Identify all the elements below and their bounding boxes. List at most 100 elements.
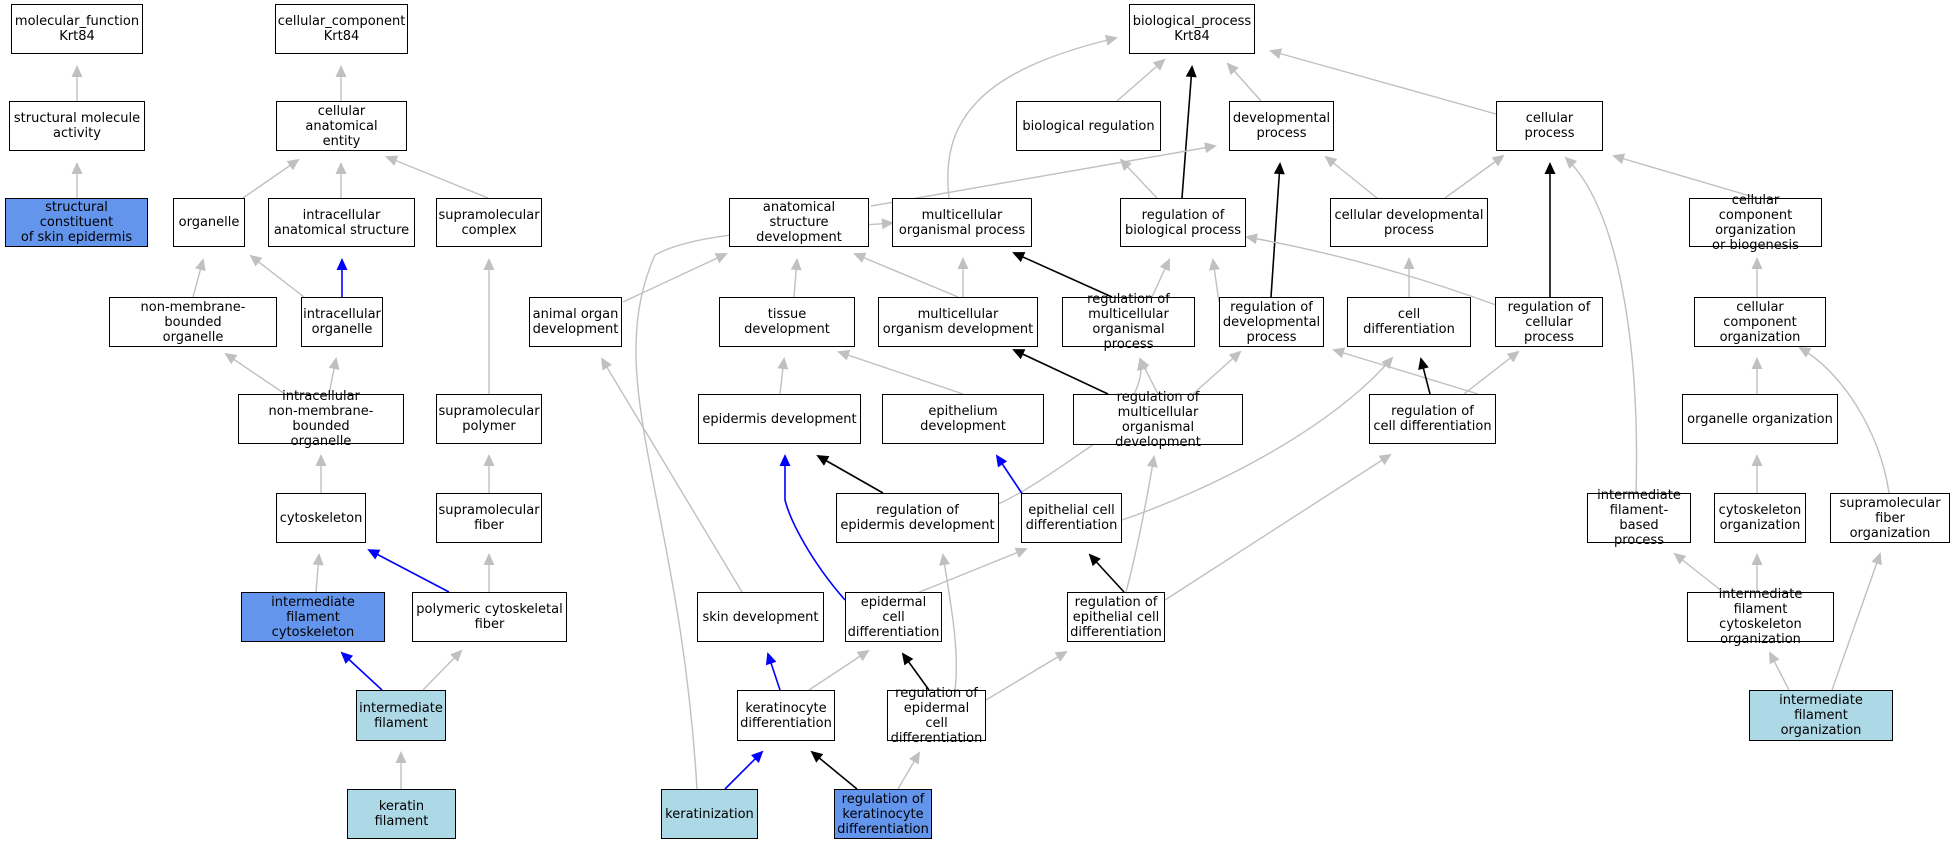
edge-7 bbox=[250, 255, 305, 298]
node-structural-molecule-activity: structural molecule activity bbox=[9, 101, 145, 151]
node-reg-developmental-process: regulation of developmental process bbox=[1219, 297, 1324, 347]
edge-54 bbox=[817, 455, 884, 494]
edge-arrowhead-35 bbox=[853, 252, 867, 263]
edge-24 bbox=[947, 37, 1117, 199]
edge-64 bbox=[899, 548, 1027, 601]
edge-arrowhead-3 bbox=[286, 158, 300, 171]
edge-arrowhead-72 bbox=[1054, 650, 1068, 662]
node-animal-organ-development: animal organ development bbox=[529, 297, 622, 347]
edge-15 bbox=[368, 549, 450, 593]
edge-59 bbox=[1674, 553, 1724, 593]
edge-53 bbox=[1565, 157, 1638, 494]
edge-arrowhead-41 bbox=[1245, 233, 1258, 245]
node-epidermis-development: epidermis development bbox=[698, 394, 861, 444]
edge-arrowhead-43 bbox=[1798, 347, 1812, 358]
edge-arrowhead-52 bbox=[1751, 454, 1763, 466]
edge-arrowhead-45 bbox=[837, 349, 851, 361]
node-reg-epidermis-development: regulation of epidermis development bbox=[836, 493, 999, 543]
edge-71 bbox=[942, 554, 958, 691]
edge-arrowhead-67 bbox=[1378, 453, 1392, 466]
edge-arrowhead-50 bbox=[1418, 357, 1429, 371]
edge-arrowhead-63 bbox=[779, 454, 791, 466]
edge-arrowhead-26 bbox=[1204, 142, 1217, 154]
edge-57 bbox=[1121, 357, 1393, 521]
edge-arrowhead-6 bbox=[195, 258, 206, 272]
node-anatomical-structure-development: anatomical structure development bbox=[729, 198, 869, 247]
node-if-organization: intermediate filament organization bbox=[1749, 690, 1893, 741]
edge-arrowhead-38 bbox=[1159, 258, 1170, 272]
edge-9 bbox=[225, 353, 286, 395]
edge-arrowhead-4 bbox=[335, 162, 347, 174]
node-cellular-component-organization: cellular component organization bbox=[1694, 297, 1826, 347]
edge-arrowhead-21 bbox=[1185, 65, 1197, 78]
edge-35 bbox=[854, 253, 959, 298]
edge-arrowhead-14 bbox=[312, 553, 324, 566]
edge-arrowhead-8 bbox=[336, 258, 348, 270]
edge-arrowhead-76 bbox=[909, 751, 921, 765]
edge-arrowhead-10 bbox=[328, 357, 340, 370]
edge-arrowhead-16 bbox=[483, 553, 495, 565]
node-reg-epidermal-cell-differentiation: regulation of epidermal cell differentia… bbox=[887, 686, 986, 746]
edge-arrowhead-11 bbox=[483, 258, 495, 270]
edge-arrowhead-64 bbox=[1014, 547, 1028, 558]
edge-arrowhead-58 bbox=[1751, 553, 1763, 565]
node-supramolecular-fiber: supramolecular fiber bbox=[436, 493, 542, 543]
node-intracellular-nmb-organelle: intracellular non-membrane-bounded organ… bbox=[238, 389, 404, 449]
node-reg-cell-differentiation: regulation of cell differentiation bbox=[1369, 394, 1496, 444]
edge-arrowhead-5 bbox=[385, 155, 399, 166]
edge-arrowhead-15 bbox=[367, 549, 381, 560]
edge-arrowhead-40 bbox=[1403, 257, 1415, 269]
edge-arrowhead-70 bbox=[901, 652, 914, 666]
edge-arrowhead-44 bbox=[777, 357, 789, 370]
edge-arrowhead-36 bbox=[957, 257, 969, 269]
edge-arrowhead-62 bbox=[600, 357, 612, 371]
edge-arrowhead-20 bbox=[1152, 58, 1166, 71]
edge-arrowhead-46 bbox=[1012, 349, 1026, 360]
edge-arrowhead-68 bbox=[765, 652, 777, 666]
node-intermediate-filament: intermediate filament bbox=[356, 690, 446, 741]
edge-arrowhead-34 bbox=[790, 258, 802, 271]
edge-62 bbox=[601, 358, 743, 593]
node-reg-multicellular-organismal-process: regulation of multicellular organismal p… bbox=[1062, 292, 1195, 352]
edge-67 bbox=[1164, 454, 1391, 601]
edge-arrowhead-13 bbox=[483, 454, 495, 466]
edge-arrowhead-19 bbox=[395, 751, 407, 763]
edge-43 bbox=[1799, 347, 1890, 494]
edge-arrowhead-49 bbox=[1332, 347, 1346, 359]
edge-arrowhead-66 bbox=[1146, 455, 1158, 468]
edge-arrowhead-56 bbox=[995, 454, 1008, 468]
edge-arrowhead-18 bbox=[450, 649, 463, 663]
node-regulation-of-biological-process: regulation of biological process bbox=[1120, 198, 1246, 247]
edge-31 bbox=[1613, 155, 1758, 199]
node-supramolecular-polymer: supramolecular polymer bbox=[436, 394, 542, 444]
edge-arrowhead-53 bbox=[1564, 156, 1578, 169]
edge-arrowhead-1 bbox=[71, 65, 83, 77]
node-cellular-process: cellular process bbox=[1496, 101, 1603, 151]
edge-46 bbox=[1013, 349, 1109, 395]
node-skin-development: skin development bbox=[697, 592, 824, 642]
edge-51 bbox=[1463, 351, 1519, 395]
edge-28 bbox=[1325, 156, 1378, 199]
edge-arrowhead-39 bbox=[1208, 258, 1220, 271]
edge-arrowhead-48 bbox=[1228, 350, 1242, 363]
node-keratinocyte-differentiation: keratinocyte differentiation bbox=[737, 690, 835, 741]
edge-arrowhead-42 bbox=[1751, 357, 1763, 369]
edge-arrowhead-29 bbox=[1491, 154, 1505, 167]
edge-49 bbox=[1333, 349, 1479, 395]
edge-arrowhead-61 bbox=[1769, 651, 1780, 665]
node-reg-multicellular-organismal-development: regulation of multicellular organismal d… bbox=[1073, 390, 1243, 450]
edge-arrowhead-59 bbox=[1673, 552, 1687, 565]
node-if-based-process: intermediate filament-based process bbox=[1587, 488, 1691, 548]
node-epidermal-cell-differentiation: epidermal cell differentiation bbox=[845, 592, 942, 642]
edge-33 bbox=[622, 253, 727, 303]
node-developmental-process: developmental process bbox=[1229, 101, 1334, 151]
edge-arrowhead-30 bbox=[1544, 162, 1556, 174]
edge-45 bbox=[838, 351, 964, 395]
node-cellular-component: cellular_component Krt84 bbox=[275, 4, 408, 54]
node-epithelium-development: epithelium development bbox=[882, 394, 1044, 444]
node-molecular-function: molecular_function Krt84 bbox=[11, 4, 143, 54]
edge-arrowhead-33 bbox=[714, 253, 728, 264]
node-non-membrane-bounded-organelle: non-membrane-bounded organelle bbox=[109, 297, 277, 347]
edge-arrowhead-71 bbox=[939, 553, 950, 566]
edge-arrowhead-17 bbox=[340, 651, 354, 664]
